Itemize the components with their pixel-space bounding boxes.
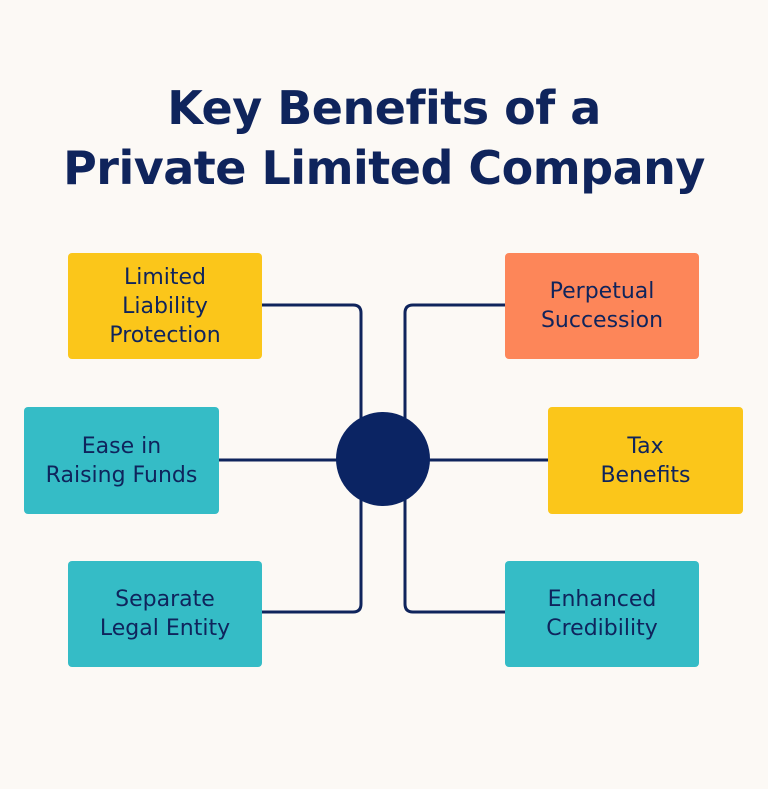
title-line-2: Private Limited Company (63, 141, 705, 195)
diagram-title: Key Benefits of a Private Limited Compan… (0, 78, 768, 198)
benefit-ease-in-raising-funds: Ease in Raising Funds (24, 407, 219, 514)
connector-perpetual-succession (403, 303, 507, 442)
connector-credibility (403, 478, 507, 614)
benefit-tax-benefits: Tax Benefits (548, 407, 743, 514)
benefit-label: Enhanced Credibility (546, 587, 658, 641)
connector-limited-liability (260, 303, 363, 442)
benefit-label: Tax Benefits (600, 433, 691, 488)
benefit-enhanced-credibility: Enhanced Credibility (505, 561, 699, 667)
benefit-label: Ease in Raising Funds (45, 433, 198, 488)
central-hub (336, 412, 430, 506)
connector-legal-entity (260, 478, 363, 614)
title-line-1: Key Benefits of a (167, 81, 601, 135)
benefit-separate-legal-entity: Separate Legal Entity (68, 561, 262, 667)
benefit-label: Separate Legal Entity (99, 587, 231, 641)
benefit-perpetual-succession: Perpetual Succession (505, 253, 699, 359)
benefit-label: Perpetual Succession (540, 279, 664, 333)
benefit-limited-liability-protection: Limited Liability Protection (68, 253, 262, 359)
benefit-label: Limited Liability Protection (109, 264, 221, 348)
